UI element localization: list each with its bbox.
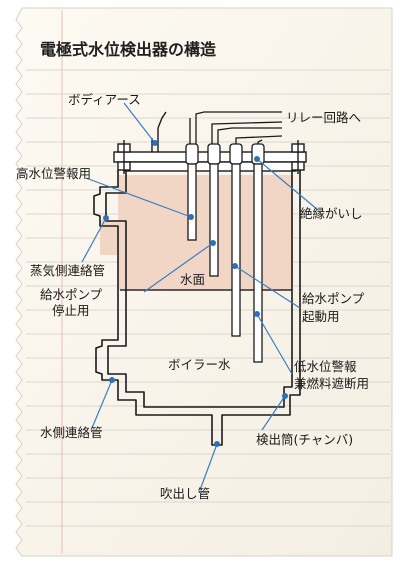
label-pump-stop-2: 停止用 [52, 303, 90, 318]
label-blow-pipe: 吹出し管 [160, 486, 210, 501]
dot-insulator [254, 156, 260, 162]
dot-pump-stop [210, 240, 216, 246]
label-insulator: 絶縁がいし [300, 206, 363, 221]
label-high-alarm: 高水位警報用 [16, 166, 91, 181]
dot-high-alarm [188, 214, 194, 220]
dot-chamber [282, 393, 288, 399]
label-chamber: 検出筒(チャンバ) [256, 432, 353, 447]
label-water-surface: 水面 [180, 272, 205, 287]
diagram-title: 電極式水位検出器の構造 [40, 40, 217, 59]
body-earth-terminal [151, 111, 167, 152]
label-pump-stop-1: 給水ポンプ [40, 287, 103, 302]
dot-steam-pipe [103, 215, 109, 221]
dot-low-alarm [254, 311, 260, 317]
label-relay: リレー回路へ [286, 110, 361, 125]
dot-water-pipe [109, 377, 115, 383]
electrodes [187, 163, 263, 363]
dot-blow-pipe [214, 441, 220, 447]
label-boiler-water: ボイラー水 [168, 357, 231, 372]
leader-dots [103, 140, 288, 447]
leader-lines [81, 102, 319, 491]
dot-body-earth [152, 140, 158, 146]
label-water-pipe: 水側連絡管 [40, 425, 103, 440]
label-body-earth: ボディアース [68, 92, 141, 107]
label-pump-start-2: 起動用 [302, 309, 340, 324]
dot-pump-start [232, 263, 238, 269]
detector-chamber [93, 170, 301, 446]
label-low-alarm-1: 低水位警報 [294, 359, 357, 374]
label-low-alarm-2: 兼燃料遮断用 [294, 376, 369, 391]
relay-wires [189, 111, 283, 146]
label-steam-pipe: 蒸気側連絡管 [30, 263, 105, 278]
label-pump-start-1: 給水ポンプ [302, 291, 365, 306]
